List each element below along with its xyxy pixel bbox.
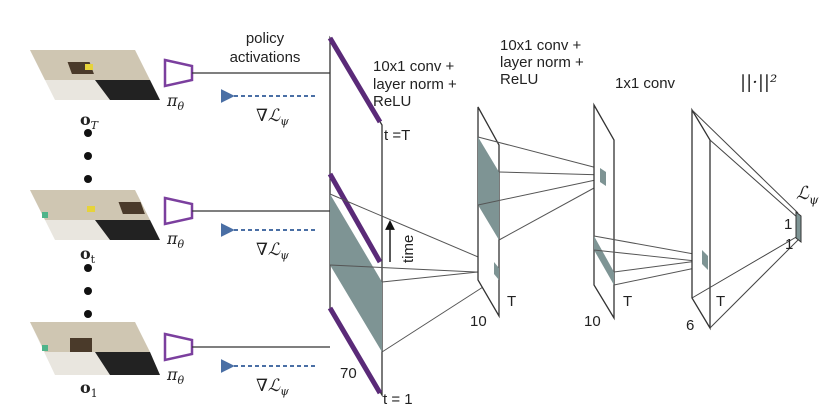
obs-label-t: ot bbox=[80, 244, 96, 266]
norm-label: ||·||² bbox=[740, 72, 777, 93]
conv-a-line1: 10x1 conv + bbox=[373, 58, 455, 75]
output-unit bbox=[795, 210, 802, 244]
gradient-arrows bbox=[220, 89, 315, 373]
conv-a-line3: ReLU bbox=[373, 93, 411, 110]
T-c-label: T bbox=[716, 293, 725, 310]
conv-b-line1: 10x1 conv + bbox=[500, 37, 582, 54]
time-label: time bbox=[400, 235, 417, 263]
one-b-label: 1 bbox=[785, 236, 793, 253]
projection-lines-2 bbox=[477, 136, 606, 241]
gradient-label-T: ∇ℒψ bbox=[256, 106, 289, 128]
stripe-bottom bbox=[327, 306, 383, 395]
t-top-label: t =T bbox=[384, 127, 410, 144]
policy-trapezoid-1 bbox=[163, 332, 194, 362]
dim-6-label: 6 bbox=[686, 317, 694, 334]
stripe-top bbox=[327, 36, 383, 124]
ellipsis-dots-upper bbox=[84, 129, 92, 183]
policy-label-line2: activations bbox=[230, 49, 301, 66]
ellipsis-dots-lower bbox=[84, 264, 92, 318]
observation-image-t bbox=[30, 190, 160, 240]
obs-label-1: o1 bbox=[80, 378, 98, 400]
gradient-label-t: ∇ℒψ bbox=[256, 240, 289, 262]
dim-10b-label: 10 bbox=[584, 313, 601, 330]
activation-stack-layer bbox=[327, 35, 383, 398]
policy-symbol-t: πθ bbox=[166, 229, 185, 251]
dim-70-label: 70 bbox=[340, 365, 357, 382]
conv-b-line3: ReLU bbox=[500, 71, 538, 88]
conv-layer-2 bbox=[477, 106, 500, 319]
policy-symbol-T: πθ bbox=[166, 91, 185, 113]
policy-symbol-1: πθ bbox=[166, 365, 185, 387]
observation-image-1 bbox=[30, 322, 160, 375]
T-a-label: T bbox=[507, 293, 516, 310]
policy-network-icons bbox=[163, 58, 194, 362]
policy-trapezoid-T bbox=[163, 58, 194, 88]
obs-label-T: oT bbox=[80, 110, 100, 132]
conv-c-label: 1x1 conv bbox=[615, 75, 676, 92]
activation-lines bbox=[192, 72, 330, 348]
dim-10a-label: 10 bbox=[470, 313, 487, 330]
projection-lines-3 bbox=[593, 235, 706, 286]
gradient-label-1: ∇ℒψ bbox=[256, 376, 289, 398]
shaded-window bbox=[330, 194, 382, 352]
conv-layer-3 bbox=[593, 102, 615, 321]
one-a-label: 1 bbox=[784, 216, 792, 233]
observation-image-T bbox=[30, 50, 160, 100]
t-bottom-label: t = 1 bbox=[383, 391, 413, 408]
stripe-mid bbox=[327, 172, 383, 264]
conv-b-line2: layer norm + bbox=[500, 54, 584, 71]
conv-layer-4 bbox=[691, 107, 711, 331]
loss-symbol: ℒψ bbox=[796, 183, 819, 207]
projection-lines-4 bbox=[691, 109, 799, 329]
T-b-label: T bbox=[623, 293, 632, 310]
policy-label-line1: policy bbox=[246, 30, 285, 47]
conv-a-line2: layer norm + bbox=[373, 76, 457, 93]
policy-trapezoid-t bbox=[163, 196, 194, 226]
